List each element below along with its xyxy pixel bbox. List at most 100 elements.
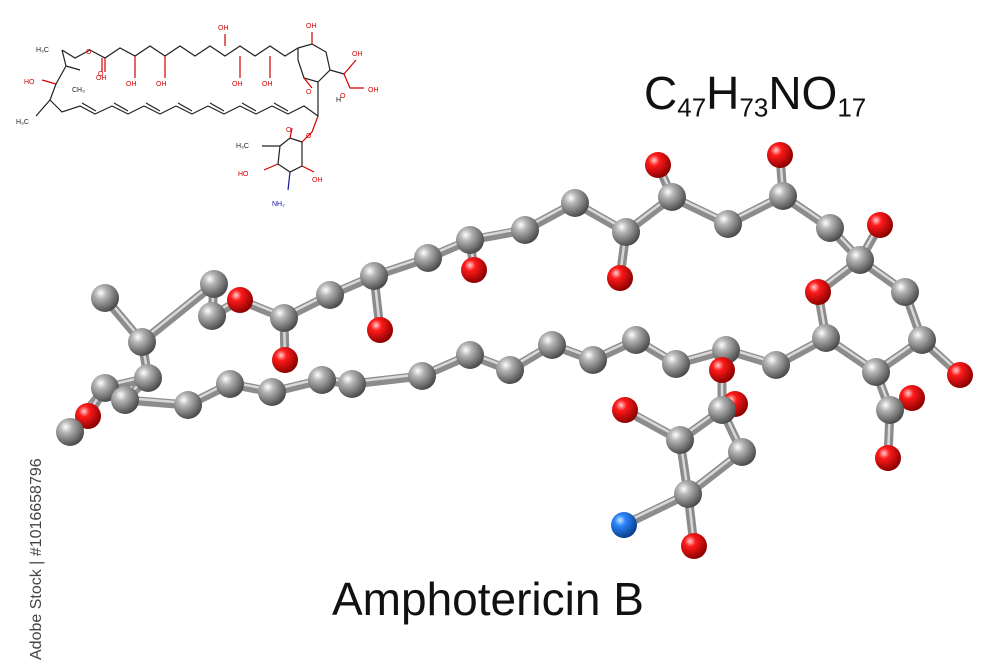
carbon-atom: [714, 210, 742, 238]
carbon-atom: [812, 324, 840, 352]
formula-n-c: 47: [677, 92, 707, 123]
carbon-atom: [666, 426, 694, 454]
skeletal-bond: [329, 69, 345, 75]
skeletal-bond: [287, 171, 291, 191]
skeletal-bond: [65, 65, 81, 71]
oxygen-atom: [75, 403, 101, 429]
oxygen-atom: [947, 362, 973, 388]
ball-stick-atoms: [56, 142, 973, 559]
carbon-atom: [876, 396, 904, 424]
carbon-atom: [846, 246, 874, 274]
oxygen-atom: [612, 397, 638, 423]
carbon-atom: [270, 304, 298, 332]
skeletal-label-oh_top: OH: [306, 23, 317, 30]
carbon-atom: [91, 284, 119, 312]
skeletal-label-oh_4: OH: [218, 25, 229, 32]
skeletal-label-ho_left: HO: [24, 79, 35, 86]
carbon-atom: [622, 326, 650, 354]
carbon-atom: [456, 341, 484, 369]
carbon-atom: [338, 370, 366, 398]
skeletal-label-ch3_mid: CH₃: [72, 87, 85, 94]
carbon-atom: [200, 270, 228, 298]
bond: [137, 279, 219, 347]
oxygen-atom: [899, 385, 925, 411]
carbon-atom: [511, 216, 539, 244]
carbon-atom: [56, 418, 84, 446]
skeletal-label-ch3_top: H₃C: [36, 47, 49, 54]
carbon-atom: [862, 358, 890, 386]
formula-el-c: C: [644, 67, 678, 119]
carbon-atom: [408, 362, 436, 390]
oxygen-atom: [805, 279, 831, 305]
skeletal-bond: [61, 45, 299, 59]
skeletal-label-sugar_o: O: [286, 127, 292, 134]
carbon-atom: [658, 183, 686, 211]
oxygen-atom: [367, 317, 393, 343]
carbon-atom: [712, 336, 740, 364]
compound-name: Amphotericin B: [332, 573, 644, 625]
skeletal-label-h_ring: H: [336, 97, 341, 104]
carbon-atom: [762, 351, 790, 379]
skeletal-label-ester_o: O: [86, 49, 92, 56]
oxygen-atom: [461, 257, 487, 283]
oxygen-atom: [645, 152, 671, 178]
skeletal-label-oh_3: OH: [156, 81, 167, 88]
bond-highlight: [140, 280, 216, 342]
carbon-atom: [111, 386, 139, 414]
skeletal-bond: [277, 137, 303, 173]
skeletal-label-oh_1: OH: [96, 75, 107, 82]
nitrogen-atom: [611, 512, 637, 538]
formula-el-n: N: [768, 67, 802, 119]
carbon-atom: [612, 218, 640, 246]
carbon-atom: [728, 438, 756, 466]
skeletal-label-ring_o: O: [306, 89, 312, 96]
carbon-atom: [128, 328, 156, 356]
carbon-atom: [496, 356, 524, 384]
skeletal-label-sugar_ch3: H₃C: [236, 143, 249, 150]
carbon-atom: [216, 370, 244, 398]
carbon-atom: [816, 214, 844, 242]
skeletal-bond: [343, 73, 364, 89]
oxygen-atom: [709, 357, 735, 383]
carbon-atom: [708, 396, 736, 424]
molecular-formula: C47H73NO17: [644, 66, 866, 123]
carbon-atom: [198, 302, 226, 330]
skeletal-label-oh_ring: OH: [352, 51, 363, 58]
carbon-atom: [674, 480, 702, 508]
skeletal-bond: [303, 77, 313, 89]
formula-n-o: 17: [837, 92, 867, 123]
oxygen-atom: [607, 265, 633, 291]
skeletal-bond: [343, 59, 357, 75]
skeletal-bond: [263, 163, 279, 171]
skeletal-bond: [297, 43, 331, 83]
skeletal-bond: [301, 115, 319, 143]
stock-id-text: Adobe Stock | #1016658796: [28, 458, 45, 660]
skeletal-bond: [289, 127, 293, 139]
oxygen-atom: [867, 212, 893, 238]
skeletal-bond: [35, 99, 51, 117]
carbon-atom: [908, 326, 936, 354]
skeletal-label-cooh: OH: [368, 87, 379, 94]
oxygen-atom: [875, 445, 901, 471]
carbon-atom: [308, 366, 336, 394]
oxygen-atom: [272, 347, 298, 373]
skeletal-bond: [41, 79, 57, 85]
carbon-atom: [134, 364, 162, 392]
oxygen-atom: [227, 287, 253, 313]
skeletal-bond: [301, 165, 315, 173]
skeletal-label-sugar_oh: OH: [312, 177, 323, 184]
stock-watermark: Adobe Stock | #1016658796: [6, 420, 45, 660]
skeletal-label-link_o: O: [306, 133, 312, 140]
carbon-atom: [360, 262, 388, 290]
carbon-atom: [662, 350, 690, 378]
oxygen-atom: [767, 142, 793, 168]
carbon-atom: [414, 244, 442, 272]
skeletal-label-sugar_ho: HO: [238, 171, 249, 178]
skeletal-label-ch3_left: H₃C: [16, 119, 29, 126]
skeletal-label-cooh_o: O: [340, 93, 346, 100]
formula-el-h: H: [706, 67, 740, 119]
skeletal-label-sugar_nh2: NH₂: [272, 201, 285, 208]
skeletal-label-ester_co: O: [98, 71, 104, 78]
formula-n-h: 73: [739, 92, 769, 123]
